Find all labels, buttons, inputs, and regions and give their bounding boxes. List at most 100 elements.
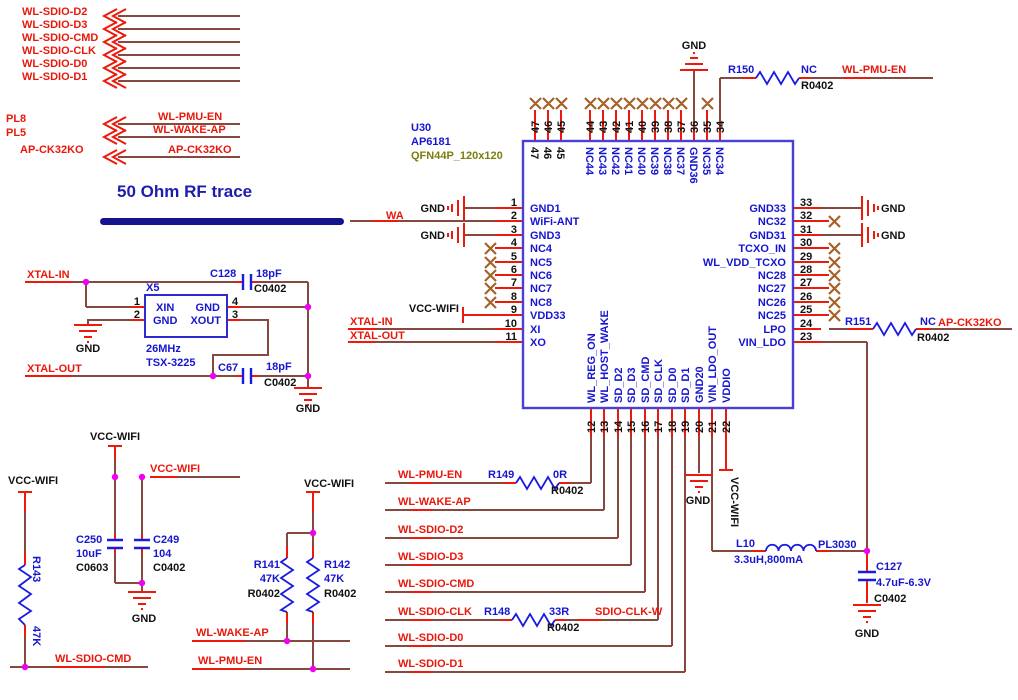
pin-num: 20 (694, 421, 706, 433)
pin-num: 26 (800, 291, 812, 303)
gnd-c127 (853, 603, 881, 624)
gnd-label-pin36: GND (682, 40, 707, 52)
c249-package: C0402 (153, 562, 185, 574)
offpage-connectors (101, 8, 127, 165)
bottom-left-labels: VCC-WIFI R143 47K WL-SDIO-CMD VCC-WIFI V… (8, 431, 356, 667)
c127-package: C0402 (874, 593, 906, 605)
pin-name: WL_REG_ON (586, 333, 598, 403)
pin-num: 17 (653, 421, 665, 433)
pin-name: NC43 (596, 147, 608, 175)
r150-package: R0402 (801, 80, 833, 92)
pin-num: 8 (511, 291, 517, 303)
gnd-label-crystal: GND (76, 343, 101, 355)
capacitor-c127 (858, 570, 876, 582)
gnd-c67 (294, 386, 322, 407)
pin-num: 24 (800, 318, 813, 330)
net-label-xtal-out-chip: XTAL-OUT (350, 330, 405, 342)
pin-num: 33 (800, 197, 812, 209)
pin-num: 42 (611, 121, 623, 133)
r143-ref: R143 (30, 556, 42, 582)
port-pl5: PL5 (6, 127, 26, 139)
pin-num: 18 (667, 421, 679, 433)
gnd-label-c67: GND (296, 403, 321, 415)
net-label-wl-sdio-d0-bot: WL-SDIO-D0 (398, 632, 463, 644)
pin-name: WL_VDD_TCXO (703, 257, 787, 269)
pin-name: NC32 (758, 216, 786, 228)
pin-num: 3 (511, 224, 517, 236)
pin-num: 46 (543, 121, 555, 133)
crystal-xout-label: XOUT (190, 315, 221, 327)
pin-num: 9 (511, 304, 517, 316)
resistor-r143 (17, 564, 33, 626)
pin-name: NC37 (674, 147, 686, 175)
crystal-xin-label: XIN (156, 302, 174, 314)
c127-value: 4.7uF-6.3V (876, 577, 932, 589)
pin-name: VDD33 (530, 310, 565, 322)
pin-name: NC27 (758, 283, 786, 295)
gnd-c249 (128, 590, 156, 611)
r141-value: 47K (260, 573, 280, 585)
crystal-gnd-label-top: GND (196, 302, 221, 314)
junction-dots (21, 278, 871, 673)
gnd-label-pin31: GND (881, 230, 906, 242)
component-symbols (17, 70, 917, 628)
pin-name: VDDIO (721, 368, 733, 403)
net-label-wl-sdio-d3: WL-SDIO-D3 (22, 19, 87, 31)
resistor-r142 (304, 557, 321, 613)
chip-ref-labels: U30 AP6181 QFN44P_120x120 GND WA GND VCC… (350, 122, 503, 342)
pin-num: 5 (511, 251, 517, 263)
pin-name: GND20 (694, 366, 706, 403)
net-label-vcc-wifi: VCC-WIFI (150, 463, 200, 475)
r141-ref: R141 (254, 559, 280, 571)
pin-name: NC5 (530, 257, 552, 269)
gnd-label-pin20: GND (686, 495, 711, 507)
c127-ref: C127 (876, 561, 902, 573)
crystal-circuit-labels: XTAL-IN C128 18pF C0402 X5 1 2 4 3 XIN G… (27, 268, 320, 415)
resistor-r141 (278, 557, 295, 613)
pin-num: 16 (640, 421, 652, 433)
net-label-wl-sdio-cmd: WL-SDIO-CMD (22, 32, 98, 44)
net-label-wl-sdio-d2: WL-SDIO-D2 (22, 6, 87, 18)
vcc-wifi-label-pin9: VCC-WIFI (409, 303, 459, 315)
resistor-r148 (511, 612, 556, 628)
net-label-wl-pmu-en-top: WL-PMU-EN (842, 64, 906, 76)
r151-ref: R151 (845, 316, 871, 328)
c128-value: 18pF (256, 268, 282, 280)
pin-name: WiFi-ANT (530, 216, 580, 228)
pin-stubs (18, 77, 930, 673)
pin-name: NC38 (661, 147, 673, 175)
pin-name: XI (530, 324, 540, 336)
pin-num: 7 (511, 277, 517, 289)
capacitor-c249 (134, 538, 150, 550)
pin-name: TCXO_IN (738, 243, 786, 255)
chip-pins-left: 1 2 3 4 5 6 7 8 9 10 11 GND1 WiFi-ANT GN… (505, 197, 580, 349)
net-label-wl-pmu-en-left: WL-PMU-EN (198, 655, 262, 667)
net-label-xtal-in: XTAL-IN (27, 269, 70, 281)
pin-num: 30 (800, 237, 812, 249)
crystal-pin2-num: 2 (134, 309, 140, 321)
gnd-label-pin33: GND (881, 203, 906, 215)
pin-num: 13 (599, 421, 611, 433)
gnd-crystal (74, 323, 102, 344)
pin-num: 47 (530, 121, 542, 133)
crystal-pin1-num: 1 (134, 296, 140, 308)
port-pl8: PL8 (6, 113, 26, 125)
net-label-wl-sdio-d2-bot: WL-SDIO-D2 (398, 524, 463, 536)
gnd-pin36 (680, 51, 708, 72)
c250-ref: C250 (76, 534, 102, 546)
vcc-wifi-label-pin22: VCC-WIFI (728, 477, 740, 527)
net-label-wl-sdio-clk: WL-SDIO-CLK (22, 45, 96, 57)
r151-value: NC (920, 316, 936, 328)
pin-num: 38 (663, 121, 675, 133)
crystal-freq: 26MHz (146, 343, 181, 355)
pin-name: NC8 (530, 297, 552, 309)
pin-num: 23 (800, 331, 812, 343)
pin-name: LPO (763, 324, 786, 336)
capacitor-c67 (241, 368, 253, 384)
r143-value: 47K (30, 626, 42, 646)
resistor-r149 (515, 475, 560, 491)
net-label-wl-wake-ap-left: WL-WAKE-AP (196, 627, 269, 639)
pin-name: NC6 (530, 270, 552, 282)
net-label-wl-sdio-d1-bot: WL-SDIO-D1 (398, 658, 463, 670)
